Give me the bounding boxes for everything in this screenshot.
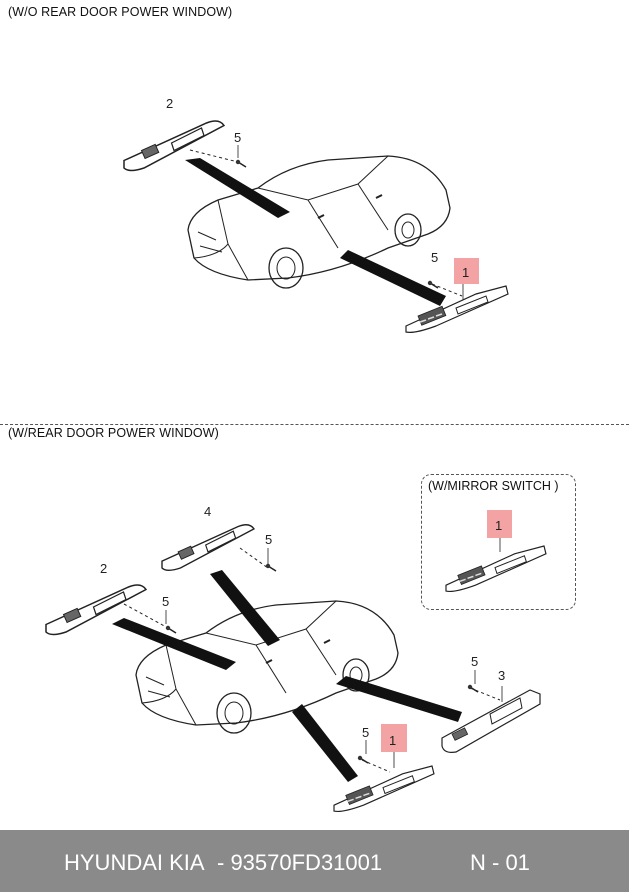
- screw-5-bottom-b: [165, 625, 177, 634]
- highlight-part-1-top: [454, 258, 479, 284]
- leader-arrow-top-right: [340, 250, 446, 306]
- highlight-part-1-bottom: [381, 724, 407, 752]
- mirror-switch-inset-label: (W/MIRROR SWITCH ): [428, 479, 559, 493]
- screw-5-top-a: [235, 159, 247, 168]
- callout-bottom-5d: 5: [362, 725, 369, 740]
- callout-top-5a: 5: [234, 130, 241, 145]
- car-illustration-bottom: [135, 600, 399, 734]
- switch-part-4: [161, 524, 255, 571]
- callout-top-5b: 5: [431, 250, 438, 265]
- switch-part-2-top: [123, 120, 225, 172]
- switch-part-3: [441, 689, 541, 753]
- leader-arrow-part-4: [210, 570, 280, 646]
- callout-bottom-1: 1: [389, 733, 396, 748]
- screw-5-bottom-d: [357, 755, 369, 764]
- callout-bottom-5a: 5: [265, 532, 272, 547]
- footer-bar: HYUNDAI KIA - 93570FD31001 N - 01: [0, 830, 629, 892]
- section-heading-without-rear-power-window: (W/O REAR DOOR POWER WINDOW): [8, 5, 233, 19]
- switch-part-1-mirror: [445, 545, 547, 593]
- screw-5-top-b: [427, 280, 439, 289]
- callout-bottom-2: 2: [100, 561, 107, 576]
- leader-arrow-part-2: [112, 618, 236, 670]
- callout-top-1: 1: [462, 265, 469, 280]
- highlight-part-1-mirror: [487, 510, 512, 538]
- callout-mirror-1: 1: [495, 518, 502, 533]
- screw-5-bottom-a: [265, 563, 277, 572]
- callout-bottom-5b: 5: [162, 594, 169, 609]
- footer-brand: HYUNDAI KIA: [64, 850, 205, 875]
- screw-5-bottom-c: [467, 684, 479, 693]
- callout-top-2: 2: [166, 96, 173, 111]
- footer-reference: N - 01: [470, 850, 530, 875]
- callout-bottom-3: 3: [498, 668, 505, 683]
- leader-arrow-part-1-bottom: [292, 704, 358, 782]
- footer-part-number: - 93570FD31001: [217, 850, 383, 875]
- callout-bottom-5c: 5: [471, 654, 478, 669]
- callout-bottom-4: 4: [204, 504, 211, 519]
- leader-arrow-part-3: [336, 676, 462, 722]
- mirror-switch-inset-frame: [421, 474, 576, 610]
- leader-arrow-top-left: [185, 158, 290, 218]
- section-divider: [0, 424, 629, 425]
- exploded-parts-diagram: 2 5 5 1 4 5 2 5 1 5 3 5 1: [45, 96, 547, 813]
- section-heading-with-rear-power-window: (W/REAR DOOR POWER WINDOW): [8, 426, 219, 440]
